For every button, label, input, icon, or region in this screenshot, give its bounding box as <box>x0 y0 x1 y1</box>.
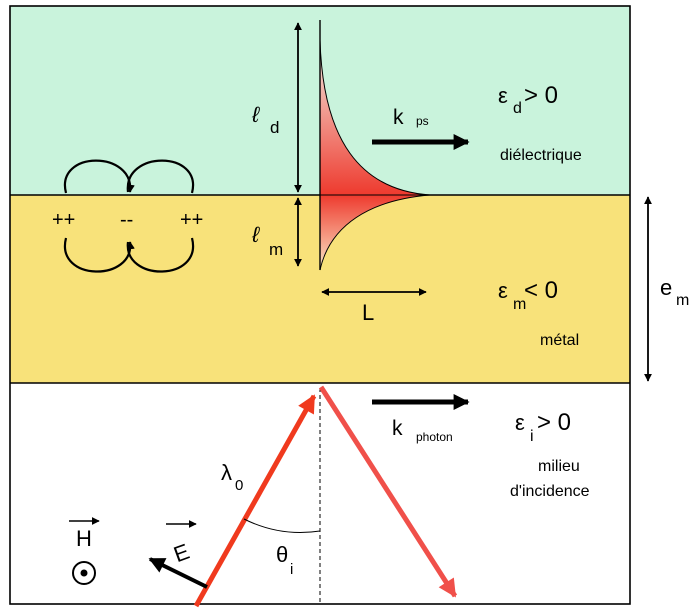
k-ps-main: k <box>393 106 404 129</box>
field-profile-metal <box>319 194 431 271</box>
e-m-main: e <box>660 275 672 300</box>
field-profile-dielectric <box>319 39 431 196</box>
theta-subscript: i <box>290 561 293 578</box>
eps-m-main: ε <box>498 278 508 303</box>
incidence-medium-line2: d'incidence <box>510 483 590 500</box>
l-d-subscript: d <box>270 118 279 137</box>
H-label: H <box>76 526 92 551</box>
incidence-medium-line1: milieu <box>538 458 580 475</box>
eps-m-relation: < 0 <box>524 277 558 304</box>
field-loop-lower-right <box>126 237 195 273</box>
k-photon-subscript: photon <box>416 430 453 444</box>
eps-i-main: ε <box>515 410 525 435</box>
out-of-plane-icon <box>72 561 96 585</box>
charge-positive-right: ++ <box>180 209 203 231</box>
charge-positive-left: ++ <box>52 209 75 231</box>
L-label: L <box>362 300 374 325</box>
out-of-plane-dot <box>80 569 88 577</box>
k-ps-subscript: ps <box>416 114 429 128</box>
k-photon-main: k <box>392 417 403 440</box>
reflected-beam <box>318 385 458 598</box>
eps-d-subscript: d <box>513 100 522 117</box>
lambda-main: λ <box>221 460 232 485</box>
diagram-frame <box>9 5 631 605</box>
incident-beam <box>193 394 317 608</box>
theta-angle-arc <box>243 518 321 533</box>
l-m-subscript: m <box>269 240 283 259</box>
lambda-subscript: 0 <box>235 477 243 494</box>
metal-name: métal <box>540 332 579 349</box>
eps-m-subscript: m <box>513 296 526 313</box>
charge-negative-middle: -- <box>120 209 133 231</box>
e-m-subscript: m <box>676 292 689 309</box>
theta-main: θ <box>276 542 288 567</box>
eps-i-relation: > 0 <box>537 409 571 436</box>
eps-i-subscript: i <box>530 428 534 445</box>
dielectric-name: diélectrique <box>500 147 582 164</box>
eps-d-relation: > 0 <box>524 82 558 109</box>
l-m-symbol: ℓ <box>251 222 260 247</box>
field-loop-upper-right <box>126 159 195 194</box>
eps-d-main: ε <box>498 83 508 108</box>
l-d-symbol: ℓ <box>251 102 260 127</box>
E-vector-arrow <box>148 557 208 589</box>
